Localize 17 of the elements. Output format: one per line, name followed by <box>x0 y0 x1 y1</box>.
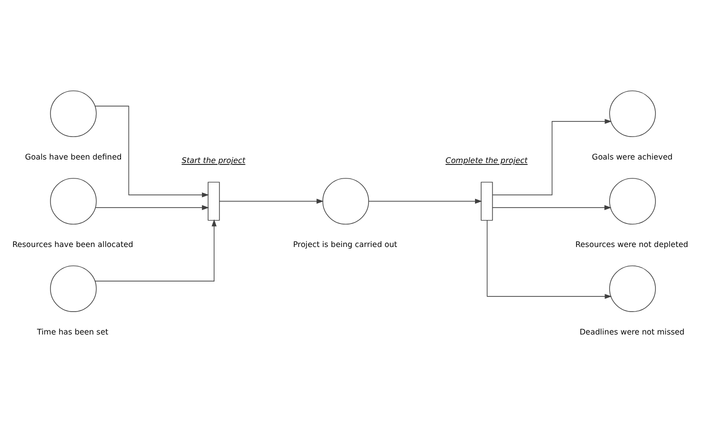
node-bar <box>208 181 220 220</box>
arrow <box>95 204 209 210</box>
arrow <box>94 105 209 197</box>
node-circle <box>50 177 97 224</box>
node-circle <box>50 90 97 137</box>
arrow <box>486 220 612 298</box>
node-bar <box>480 181 493 220</box>
node-circle <box>50 264 97 312</box>
arrow <box>219 198 324 204</box>
node-circle <box>322 177 369 224</box>
node-circle <box>609 90 656 137</box>
node-circle <box>609 264 656 312</box>
arrow <box>94 218 217 281</box>
arrow <box>492 204 612 210</box>
arrow <box>368 198 482 204</box>
arrow <box>492 118 612 195</box>
node-circle <box>609 177 656 224</box>
